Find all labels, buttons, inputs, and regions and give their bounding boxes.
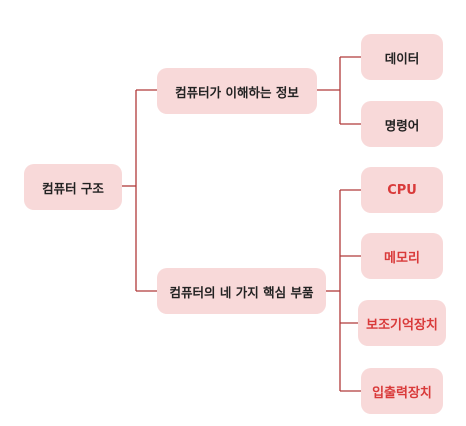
node-four-core-parts: 컴퓨터의 네 가지 핵심 부품 <box>157 268 326 314</box>
node-io-device: 입출력장치 <box>361 368 443 414</box>
node-computer-architecture: 컴퓨터 구조 <box>24 164 122 210</box>
node-data: 데이터 <box>361 34 443 80</box>
node-cpu: CPU <box>361 167 443 213</box>
node-memory: 메모리 <box>361 233 443 279</box>
node-info-computer-understands: 컴퓨터가 이해하는 정보 <box>157 68 317 114</box>
node-secondary-storage: 보조기억장치 <box>358 300 446 346</box>
node-instruction: 명령어 <box>361 101 443 147</box>
